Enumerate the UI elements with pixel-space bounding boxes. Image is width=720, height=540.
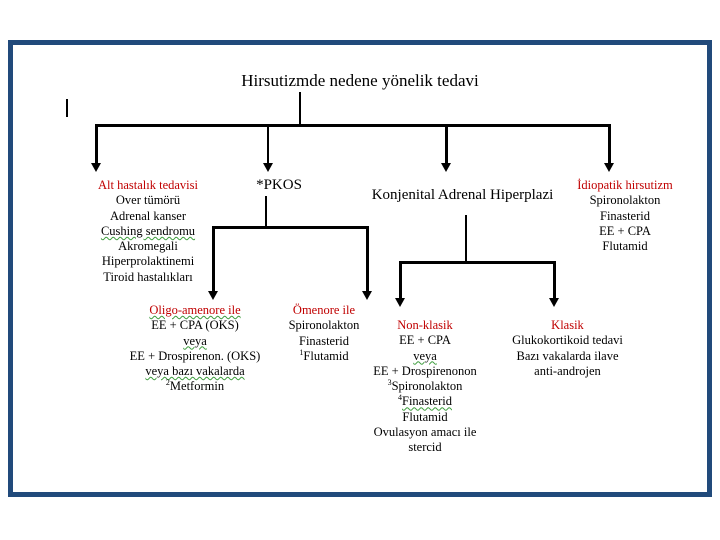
node-label: Konjenital Adrenal Hiperplazi (371, 187, 554, 203)
page-title: Hirsutizmde nedene yönelik tedavi (241, 71, 479, 90)
node-pkos: *PKOS (214, 176, 344, 194)
node-line: veya (183, 333, 207, 348)
node-line: Akromegali (118, 239, 178, 253)
branch-line-alt-hastalik (95, 124, 98, 166)
node-line: 4Finasterid (360, 394, 490, 409)
node-line: Hiperprolaktinemi (101, 254, 195, 269)
node-line: EE + CPA (OKS) (151, 318, 239, 333)
pkos-stem-line (265, 196, 267, 227)
arrowhead-klasik (549, 298, 559, 307)
node-line: stercid (408, 440, 442, 454)
kah-bus-line (399, 261, 556, 264)
node-line: Tiroid hastalıkları (103, 269, 193, 284)
node-line: Finasterid (299, 333, 349, 348)
node-header: Alt hastalık tedavisi (98, 178, 198, 192)
arrowhead-alt-hastalik (91, 163, 101, 172)
arrowhead-non-klasik (395, 298, 405, 307)
node-line: Flutamid (602, 239, 648, 253)
node-line-text: Spironolakton (391, 379, 463, 393)
node-line-text: Finasterid (402, 394, 452, 409)
node-line-text: Metformin (169, 379, 225, 394)
footnote-marker: 1 (299, 347, 304, 357)
node-line: Spironolakton (288, 318, 360, 333)
arrowhead-kah (441, 163, 451, 172)
branch-line-klasik (553, 261, 556, 301)
decorative-tick (66, 99, 68, 117)
node-header: Non-klasik (397, 318, 453, 332)
arrowhead-idiopatik (604, 163, 614, 172)
node-header: Oligo-amenore ile (149, 303, 241, 317)
branch-line-pkos (267, 124, 269, 166)
node-label: *PKOS (256, 177, 302, 193)
root-stem-line (299, 92, 301, 125)
branch-line-kah (445, 124, 448, 166)
node-omenore: Ömenore ile Spironolakton Finasterid 1Fl… (268, 303, 380, 364)
node-line: EE + Drospirenonon (373, 363, 477, 378)
node-line: Finasterid (600, 208, 650, 223)
slide-border-frame (8, 40, 712, 497)
node-line: anti-androjen (534, 363, 601, 378)
node-line: veya (413, 348, 437, 363)
node-line: 1Flutamid (268, 347, 380, 364)
pkos-bus-line (212, 226, 369, 229)
branch-line-oligo-amenore (212, 226, 215, 294)
node-line-text: Flutamid (303, 348, 349, 363)
main-bus-line (95, 124, 611, 127)
node-konjenital-adrenal-hiperplazi: Konjenital Adrenal Hiperplazi (360, 186, 565, 204)
node-line: EE + CPA (599, 223, 651, 238)
footnote-marker: 2 (165, 378, 170, 388)
node-non-klasik: Non-klasik EE + CPA veya EE + Drospireno… (360, 318, 490, 455)
kah-stem-line (465, 215, 467, 262)
node-line: Ovulasyon amacı ile (373, 424, 477, 439)
arrowhead-pkos (263, 163, 273, 172)
node-line: Glukokortikoid tedavi (512, 333, 623, 348)
branch-line-omenore (366, 226, 369, 294)
node-header: İdiopatik hirsutizm (577, 178, 673, 192)
node-header: Klasik (551, 318, 584, 332)
arrowhead-oligo-amenore (208, 291, 218, 300)
branch-line-non-klasik (399, 261, 402, 301)
arrowhead-omenore (362, 291, 372, 300)
node-line: Flutamid (402, 409, 448, 424)
node-idiopatik-hirsutizm: İdiopatik hirsutizm Spironolakton Finast… (545, 178, 705, 254)
node-line: 2Metformin (116, 379, 274, 394)
node-header: Ömenore ile (292, 303, 356, 317)
node-line: 3Spironolakton (360, 377, 490, 394)
node-klasik: Klasik Glukokortikoid tedavi Bazı vakala… (495, 318, 640, 379)
branch-line-idiopatik (608, 124, 611, 166)
node-oligo-amenore: Oligo-amenore ile EE + CPA (OKS) veya EE… (116, 303, 274, 395)
node-line: Adrenal kanser (109, 208, 186, 223)
footnote-marker: 4 (398, 393, 402, 403)
node-line: Bazı vakalarda ilave (516, 348, 619, 363)
node-line: Cushing sendromu (100, 223, 196, 238)
node-line: veya bazı vakalarda (116, 364, 274, 379)
node-line: Over tümörü (115, 193, 181, 208)
node-line: EE + CPA (399, 333, 451, 348)
node-line: Spironolakton (589, 193, 661, 208)
node-line: EE + Drospirenon. (OKS) (129, 348, 261, 363)
node-alt-hastalik-tedavisi: Alt hastalık tedavisi Over tümörü Adrena… (48, 178, 248, 285)
node-line-word: veya bazı vakalarda (145, 364, 245, 378)
footnote-marker: 3 (387, 377, 392, 387)
